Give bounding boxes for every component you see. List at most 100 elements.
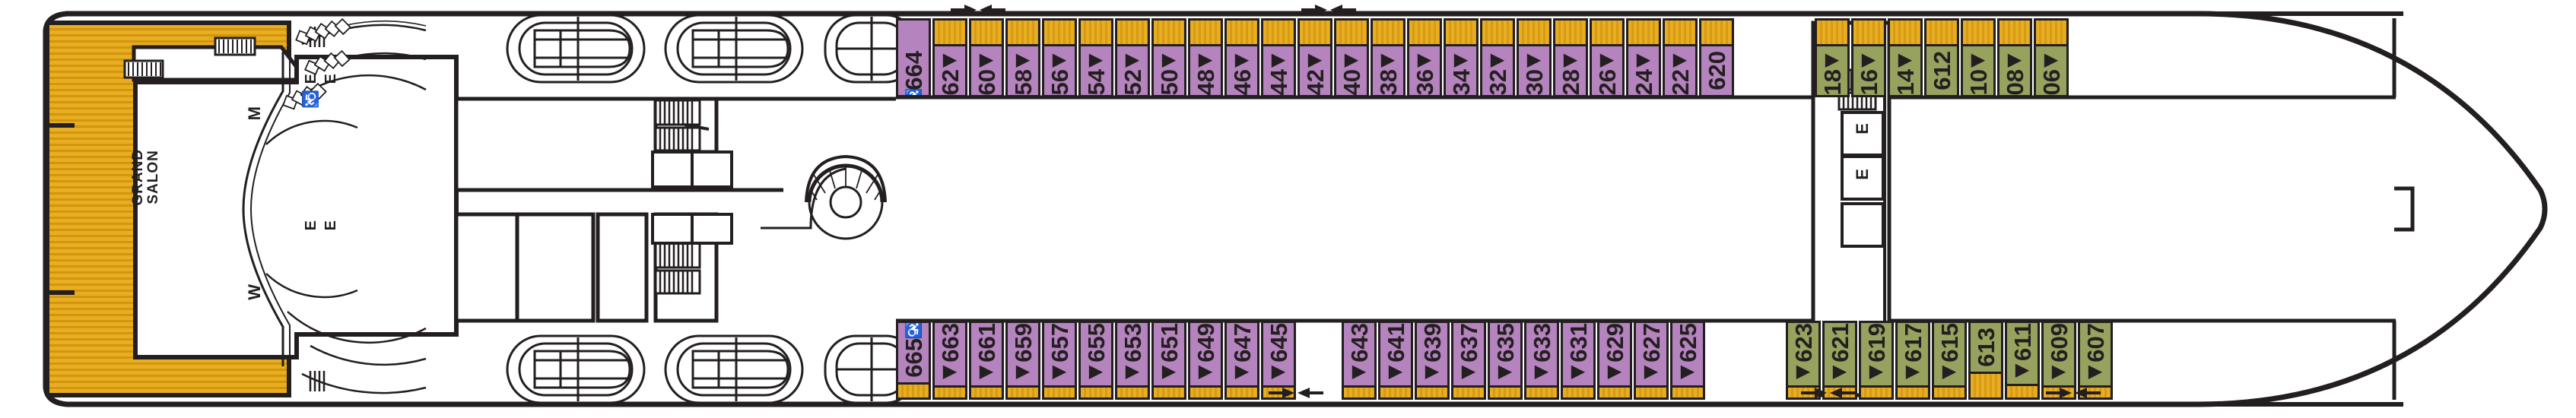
cabin-631[interactable]: 631▶ <box>1561 321 1596 400</box>
cabin-direction-arrow: ▶ <box>942 360 958 382</box>
cabin-number: 624 <box>1630 69 1657 97</box>
cabin-645[interactable]: 645▶ <box>1261 321 1296 400</box>
cabin-number: 638 <box>1374 69 1402 97</box>
cabin-balcony <box>1044 21 1075 46</box>
cabin-654[interactable]: ▶654 <box>1078 18 1113 97</box>
cabin-659[interactable]: 659▶ <box>1005 321 1040 400</box>
cabin-number: 633 <box>1528 323 1555 363</box>
cabin-606[interactable]: ▶606 <box>2034 18 2069 97</box>
cabin-658[interactable]: ▶658 <box>1005 18 1040 97</box>
cabin-652[interactable]: ▶652 <box>1115 18 1150 97</box>
cabin-balcony <box>1592 21 1622 46</box>
cabin-number: 646 <box>1228 69 1256 97</box>
cabin-direction-arrow: ▶ <box>1825 49 1840 70</box>
cabin-623[interactable]: 623▶ <box>1786 321 1821 400</box>
cabin-balcony <box>1044 385 1075 397</box>
cabin-633[interactable]: 633▶ <box>1524 321 1559 400</box>
cabin-650[interactable]: ▶650 <box>1151 18 1186 97</box>
cabin-number: 611 <box>2009 323 2036 362</box>
cabin-number: 641 <box>1382 323 1409 363</box>
cabin-615[interactable]: 615▶ <box>1932 321 1967 400</box>
cabin-663[interactable]: 663▶ <box>932 321 967 400</box>
cabin-direction-arrow: ▶ <box>1161 49 1177 70</box>
cabin-608[interactable]: ▶608 <box>1997 18 2032 97</box>
cabin-641[interactable]: 641▶ <box>1378 321 1413 400</box>
cabin-612[interactable]: 612 <box>1924 18 1959 97</box>
cabin-direction-arrow: ▶ <box>1161 360 1177 382</box>
cabin-640[interactable]: ▶640 <box>1334 18 1369 97</box>
cabin-660[interactable]: ▶660 <box>969 18 1004 97</box>
cabin-direction-arrow: ▶ <box>1905 360 1920 382</box>
grand-salon-label: GRAND SALON <box>130 149 161 206</box>
cabin-balcony <box>1154 21 1184 46</box>
cabin-609[interactable]: 609▶ <box>2041 321 2076 400</box>
cabin-direction-arrow: ▶ <box>1271 360 1286 382</box>
cabin-balcony <box>1190 21 1221 46</box>
cabin-balcony <box>1263 21 1294 46</box>
cabin-644[interactable]: ▶644 <box>1261 18 1296 97</box>
cabin-632[interactable]: ▶632 <box>1480 18 1515 97</box>
cabin-661[interactable]: 661▶ <box>969 321 1004 400</box>
accessible-cabin-icon: ♿ <box>904 322 923 339</box>
cabin-number: 635 <box>1491 323 1519 363</box>
cabin-664[interactable]: 664♿ <box>896 18 931 97</box>
cabin-665[interactable]: ♿665 <box>896 321 931 400</box>
cabin-number: 657 <box>1046 323 1073 363</box>
cabin-number: 655 <box>1082 323 1110 363</box>
cabin-balcony <box>1999 21 2030 46</box>
cabin-number: 607 <box>2082 323 2109 363</box>
cabin-number: 651 <box>1155 323 1183 363</box>
cabin-651[interactable]: 651▶ <box>1151 321 1186 400</box>
cabin-649[interactable]: 649▶ <box>1188 321 1223 400</box>
cabin-balcony <box>2036 21 2066 46</box>
cabin-direction-arrow: ▶ <box>1599 49 1615 70</box>
cabin-648[interactable]: ▶648 <box>1188 18 1223 97</box>
cabin-629[interactable]: 629▶ <box>1597 321 1632 400</box>
cabin-647[interactable]: 647▶ <box>1224 321 1259 400</box>
cabin-625[interactable]: 625▶ <box>1670 321 1705 400</box>
cabin-621[interactable]: 621▶ <box>1822 321 1857 400</box>
cabin-636[interactable]: ▶636 <box>1407 18 1442 97</box>
cabin-balcony <box>1190 385 1221 397</box>
cabin-655[interactable]: 655▶ <box>1078 321 1113 400</box>
womens-restroom-label: W <box>245 284 264 300</box>
cabin-619[interactable]: 619▶ <box>1859 321 1894 400</box>
cabin-630[interactable]: ▶630 <box>1517 18 1552 97</box>
cabin-number: 609 <box>2045 323 2073 363</box>
cabin-617[interactable]: 617▶ <box>1895 321 1930 400</box>
cabin-627[interactable]: 627▶ <box>1634 321 1669 400</box>
cabin-balcony <box>1898 385 1928 397</box>
cabin-628[interactable]: ▶628 <box>1553 18 1588 97</box>
cabin-626[interactable]: ▶626 <box>1590 18 1625 97</box>
cabin-614[interactable]: ▶614 <box>1888 18 1923 97</box>
cabin-643[interactable]: 643▶ <box>1342 321 1377 400</box>
elevator-label-lower-1: E <box>303 220 319 231</box>
cabin-616[interactable]: ▶616 <box>1851 18 1886 97</box>
cabin-646[interactable]: ▶646 <box>1224 18 1259 97</box>
cabin-622[interactable]: ▶622 <box>1663 18 1698 97</box>
cabin-656[interactable]: ▶656 <box>1042 18 1077 97</box>
cabin-613[interactable]: 613 <box>1968 321 2003 400</box>
cabin-637[interactable]: 637▶ <box>1451 321 1486 400</box>
cabin-638[interactable]: ▶638 <box>1371 18 1406 97</box>
cabin-662[interactable]: ▶662 <box>932 18 967 97</box>
cabin-634[interactable]: ▶634 <box>1444 18 1479 97</box>
elevator-label-lower-2: E <box>322 220 339 231</box>
section-marker-top-1 <box>1300 3 1358 17</box>
cabin-657[interactable]: 657▶ <box>1042 321 1077 400</box>
cabin-618[interactable]: ▶618 <box>1815 18 1850 97</box>
cabin-direction-arrow: ▶ <box>2051 360 2066 382</box>
cabin-number: 644 <box>1265 69 1292 97</box>
cabin-611[interactable]: 611▶ <box>2005 321 2040 400</box>
cabin-balcony <box>1861 385 1892 397</box>
cabin-624[interactable]: ▶624 <box>1626 18 1661 97</box>
cabin-635[interactable]: 635▶ <box>1488 321 1523 400</box>
cabin-610[interactable]: ▶610 <box>1961 18 1996 97</box>
grand-salon-line1: GRAND <box>130 149 146 206</box>
cabin-653[interactable]: 653▶ <box>1115 321 1150 400</box>
cabin-620[interactable]: 620 <box>1699 18 1734 97</box>
cabin-direction-arrow: ▶ <box>1198 49 1213 70</box>
accessible-cabin-icon: ♿ <box>904 90 923 95</box>
cabin-642[interactable]: ▶642 <box>1298 18 1332 97</box>
cabin-639[interactable]: 639▶ <box>1415 321 1450 400</box>
